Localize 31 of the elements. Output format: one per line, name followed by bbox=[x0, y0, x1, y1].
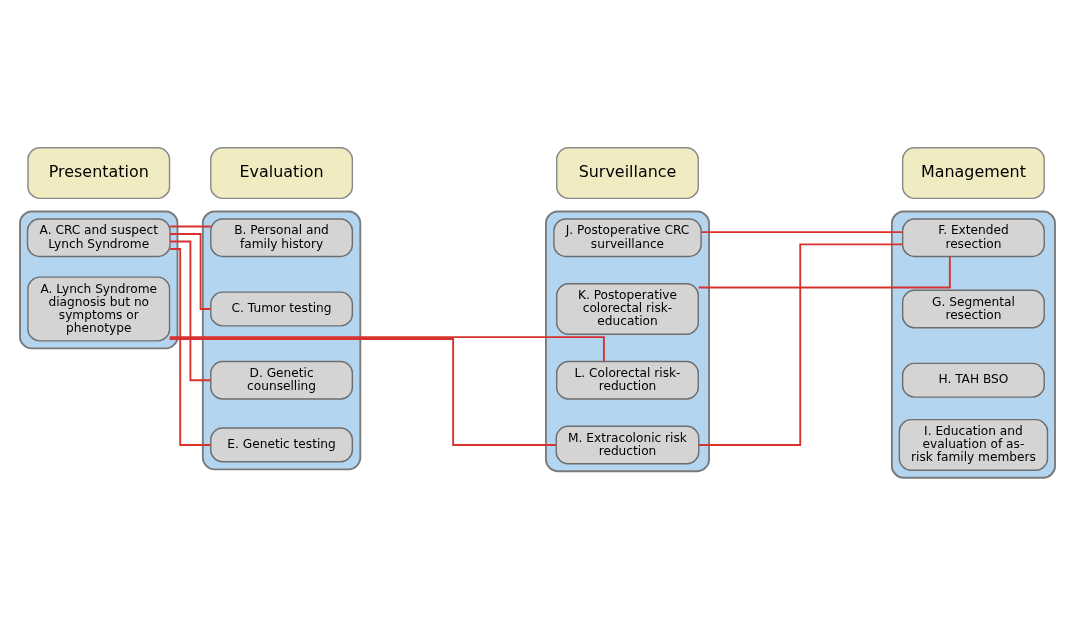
connector bbox=[700, 230, 904, 233]
connector bbox=[697, 255, 951, 288]
connector bbox=[697, 242, 904, 446]
node-box: A. Lynch Syndrome diagnosis but no symptoms or phenotype bbox=[27, 275, 171, 342]
connector bbox=[169, 247, 212, 446]
cluster bbox=[545, 210, 710, 472]
cluster bbox=[890, 210, 1056, 479]
node-box: K. Postoperative colorectal risk-education bbox=[556, 282, 699, 335]
connector bbox=[169, 225, 212, 227]
node-box: G. Segmental resection bbox=[901, 289, 1045, 328]
node-box: Evaluation bbox=[210, 146, 354, 199]
cluster bbox=[201, 210, 362, 470]
node-box: H. TAH BSO bbox=[901, 362, 1045, 398]
connector bbox=[169, 232, 212, 310]
node-box: Management bbox=[901, 146, 1045, 199]
node-box: M. Extracolonic risk reduction bbox=[555, 425, 700, 464]
node-box: F. Extended resection bbox=[901, 217, 1045, 257]
node-box: C. Tumor testing bbox=[210, 290, 354, 327]
node-box: J. Postoperative CRC surveillance bbox=[553, 217, 702, 257]
connector bbox=[168, 335, 605, 362]
node-box: I. Education and evaluation of as-risk family members bbox=[898, 418, 1049, 471]
node-box: L. Colorectal risk-reduction bbox=[556, 360, 699, 400]
node-box: E. Genetic testing bbox=[210, 426, 354, 462]
node-box: Presentation bbox=[27, 146, 171, 199]
node-box: B. Personal and family history bbox=[210, 217, 354, 257]
node-box: D. Genetic counselling bbox=[210, 360, 354, 400]
cluster bbox=[19, 210, 179, 349]
connector bbox=[169, 240, 212, 381]
node-box: A. CRC and suspect Lynch Syndrome bbox=[26, 217, 171, 257]
connector bbox=[168, 337, 557, 446]
node-box: Surveillance bbox=[556, 146, 699, 199]
